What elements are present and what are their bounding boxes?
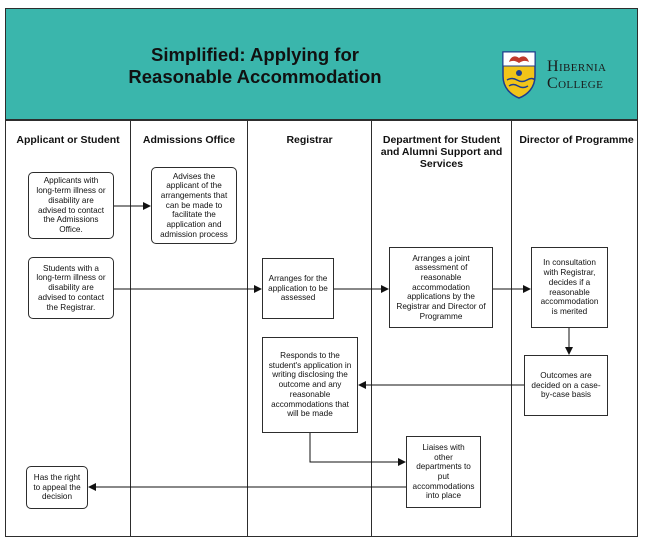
- node-dept-liaises: Liaises with other departments to put ac…: [406, 436, 481, 508]
- node-applicants-contact-admissions: Applicants with long-term illness or dis…: [28, 172, 114, 239]
- college-crest-icon: [502, 51, 536, 99]
- lane-title-applicant: Applicant or Student: [16, 134, 120, 146]
- lane-registrar: Registrar: [248, 121, 372, 536]
- college-name-line1: Hibernia: [547, 58, 607, 75]
- lane-title-director: Director of Programme: [519, 134, 634, 146]
- node-director-decides: In consultation with Registrar, decides …: [531, 247, 608, 328]
- swimlanes: Applicant or Student Admissions Office R…: [5, 120, 638, 537]
- college-logo: Hibernia College: [497, 45, 639, 105]
- lane-title-registrar: Registrar: [286, 134, 333, 146]
- header-banner: Simplified: Applying for Reasonable Acco…: [5, 8, 638, 120]
- node-right-to-appeal: Has the right to appeal the decision: [26, 466, 88, 509]
- node-registrar-responds: Responds to the student's application in…: [262, 337, 358, 433]
- node-director-outcomes: Outcomes are decided on a case-by-case b…: [524, 355, 608, 416]
- node-dept-joint-assessment: Arranges a joint assessment of reasonabl…: [389, 247, 493, 328]
- college-name-line2: College: [547, 75, 604, 92]
- node-students-contact-registrar: Students with a long-term illness or dis…: [28, 257, 114, 319]
- page-title: Simplified: Applying for Reasonable Acco…: [128, 44, 382, 87]
- node-registrar-arranges: Arranges for the application to be asses…: [262, 258, 334, 319]
- college-name: Hibernia College: [547, 58, 606, 92]
- lane-applicant: Applicant or Student: [6, 121, 131, 536]
- lane-admissions: Admissions Office: [131, 121, 248, 536]
- lane-title-department: Department for Student and Alumni Suppor…: [380, 134, 503, 170]
- lane-director: Director of Programme: [512, 121, 639, 536]
- lane-department: Department for Student and Alumni Suppor…: [372, 121, 512, 536]
- lane-title-admissions: Admissions Office: [142, 134, 236, 146]
- node-admissions-advises: Advises the applicant of the arrangement…: [151, 167, 237, 244]
